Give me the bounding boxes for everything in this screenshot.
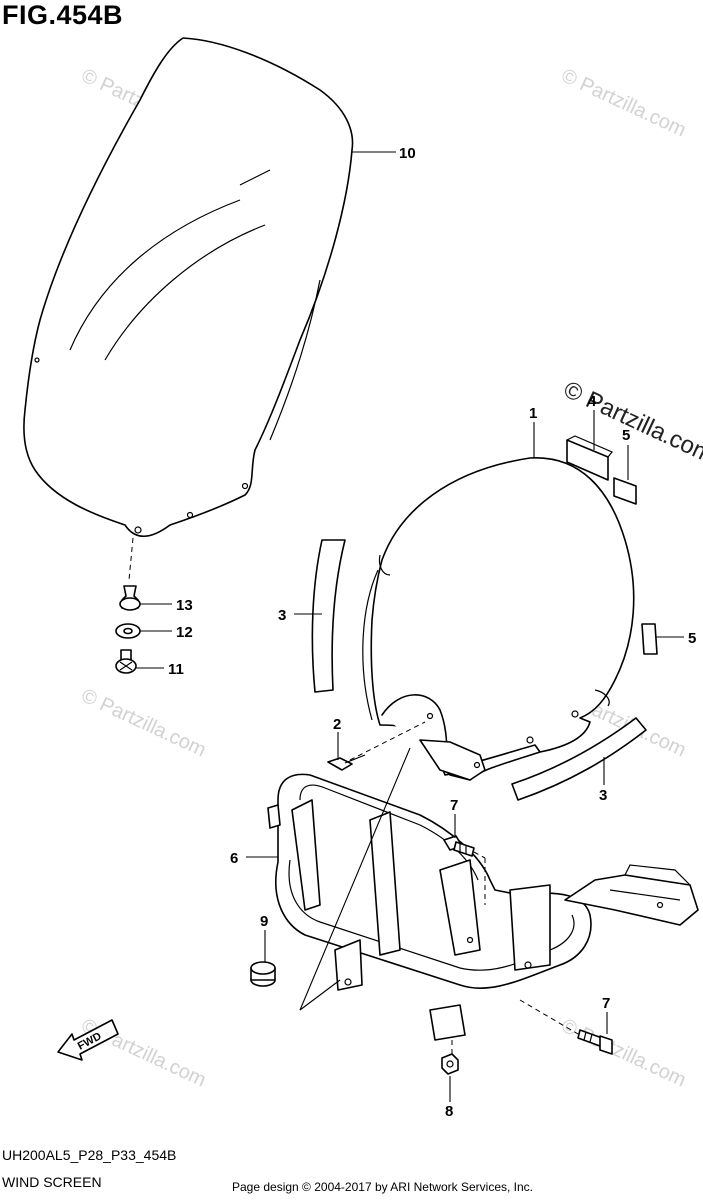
callout-10[interactable]: 10 <box>399 145 416 162</box>
watermark: © Partzilla.com <box>78 1015 209 1092</box>
callout-5-upper[interactable]: 5 <box>622 427 630 444</box>
callout-6[interactable]: 6 <box>230 850 238 867</box>
callout-3-lower[interactable]: 3 <box>599 787 607 804</box>
watermark: © Partzilla.com <box>558 65 689 142</box>
callout-11[interactable]: 11 <box>168 661 184 678</box>
nut-part-8[interactable] <box>441 1053 459 1075</box>
grommet-part-13[interactable] <box>119 585 141 611</box>
screen-frame-part-1[interactable] <box>362 457 635 781</box>
callout-4[interactable]: 4 <box>588 393 597 410</box>
callout-1[interactable]: 1 <box>529 405 537 422</box>
windscreen-part-10[interactable] <box>23 37 354 538</box>
screw-part-11[interactable] <box>115 649 137 674</box>
watermark: © Partzilla.com <box>78 685 209 762</box>
trim-strip-part-3-lower[interactable] <box>511 717 647 801</box>
callout-8[interactable]: 8 <box>445 1103 453 1120</box>
leader-lines <box>136 151 684 1102</box>
page-credit: Page design © 2004-2017 by ARI Network S… <box>232 1180 534 1194</box>
callout-3-left[interactable]: 3 <box>278 607 286 624</box>
grommet-part-9[interactable] <box>250 961 276 987</box>
figure-code: UH200AL5_P28_P33_454B <box>2 1147 177 1163</box>
bolt-part-7-lower[interactable] <box>577 1029 613 1055</box>
callout-7-upper[interactable]: 7 <box>450 797 458 814</box>
figure-title: FIG.454B <box>2 0 124 30</box>
screw-part-2[interactable] <box>327 754 366 771</box>
pad-part-5-right[interactable] <box>641 623 658 655</box>
callout-5-right[interactable]: 5 <box>688 630 696 647</box>
callout-13[interactable]: 13 <box>176 597 193 614</box>
trim-strip-part-3-left[interactable] <box>311 539 346 693</box>
bracket-part-6[interactable] <box>267 773 699 1041</box>
figure-name: WIND SCREEN <box>2 1174 102 1190</box>
pad-part-5-upper[interactable] <box>613 477 637 505</box>
bolt-part-7-upper[interactable] <box>443 835 475 857</box>
callout-labels: 10 1 4 5 3 5 13 12 11 2 3 7 6 9 7 8 <box>168 145 696 1120</box>
washer-part-12[interactable] <box>115 623 141 639</box>
watermark: © Partzilla.com <box>558 1015 689 1092</box>
callout-2[interactable]: 2 <box>333 716 341 733</box>
callout-7-lower[interactable]: 7 <box>602 995 610 1012</box>
callout-12[interactable]: 12 <box>176 624 193 641</box>
callout-9[interactable]: 9 <box>260 913 268 930</box>
